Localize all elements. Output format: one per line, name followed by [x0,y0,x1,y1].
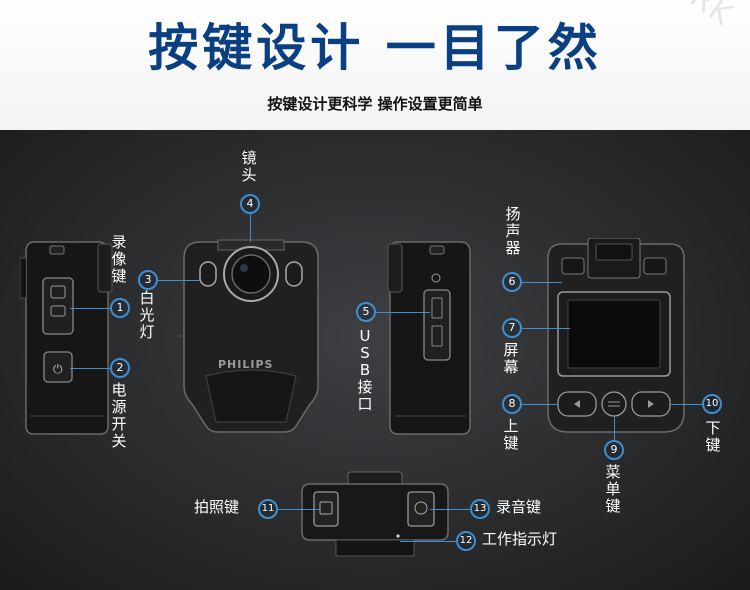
leader-line-5 [376,312,430,313]
leader-line-13 [430,509,470,510]
leader-line-6 [522,282,562,283]
leader-line-4 [250,214,251,242]
callout-7: 7 [502,318,522,338]
label-down-key: 下键 [705,419,721,454]
device-front-camera [178,239,319,433]
callout-11: 11 [258,499,278,519]
label-record-key: 录像键 [111,233,127,285]
callout-10: 10 [702,394,722,414]
callout-1: 1 [110,298,130,318]
page-title: 按键设计 一目了然 [148,19,602,77]
label-usb-port: USB接口 [357,327,373,413]
callout-5: 5 [356,302,376,322]
label-screen: 屏幕 [503,341,519,376]
leader-line-9 [614,416,615,440]
callout-4: 4 [240,194,260,214]
power-icon: ⏻ [53,362,63,376]
leader-line-12 [400,541,456,542]
callout-9: 9 [604,440,624,460]
leader-line-2 [70,368,110,369]
label-lens: 镜头 [241,149,257,184]
page-subtitle: 按键设计更科学 操作设置更简单 [267,95,483,113]
device-side-usb [387,241,471,435]
label-power-switch: 电源开关 [111,381,127,450]
label-audio-key: 录音键 [496,498,542,516]
device-top-view [301,471,449,557]
label-speaker: 扬声器 [505,205,521,257]
callout-8: 8 [502,394,522,414]
leader-line-11 [278,509,320,510]
callout-3: 3 [138,270,158,290]
product-panel: ⏻ 录像键 1 白光灯 2 电源开关 PHILIPS 镜头 4 3 5 USB接… [0,130,750,590]
leader-line-1 [70,308,110,309]
leader-line-7 [522,328,570,329]
callout-2: 2 [110,358,130,378]
leader-line-8 [522,404,558,405]
callout-6: 6 [502,272,522,292]
label-status-light: 工作指示灯 [482,530,558,548]
leader-line-10 [670,404,702,405]
callout-12: 12 [456,531,476,551]
brand-logo: PHILIPS [218,358,274,371]
device-back-screen [547,238,685,433]
callout-13: 13 [470,499,490,519]
device-side-left [20,241,113,435]
label-menu-key: 菜单键 [605,463,621,515]
label-up-key: 上键 [503,417,519,452]
label-white-light-1: 白光灯 [139,289,155,341]
header: WORK 按键设计 一目了然 按键设计更科学 操作设置更简单 [0,0,750,130]
leader-line-3 [158,280,200,281]
label-photo-key: 拍照键 [194,498,240,516]
